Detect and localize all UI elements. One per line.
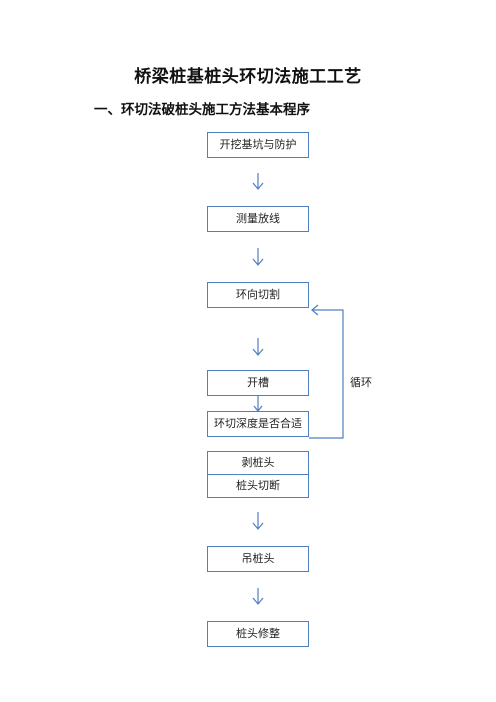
loop-back-arrow	[309, 304, 344, 439]
arrow-down-icon	[252, 338, 264, 356]
flow-step-grooving: 开槽	[207, 370, 309, 396]
flow-step-trim: 桩头修整	[207, 621, 309, 647]
divider	[208, 474, 308, 475]
section-heading: 一、环切法破桩头施工方法基本程序	[94, 102, 310, 118]
flow-step-strip-and-cut: 剥桩头 桩头切断	[207, 451, 309, 498]
arrow-down-icon	[252, 512, 264, 530]
flow-step-lift: 吊桩头	[207, 546, 309, 572]
flow-step-excavate: 开挖基坑与防护	[207, 132, 309, 158]
flow-step-strip: 剥桩头	[241, 456, 275, 469]
arrow-down-icon	[252, 588, 264, 605]
loop-label: 循环	[350, 376, 372, 389]
flow-step-survey: 测量放线	[207, 206, 309, 232]
flow-step-ring-cut: 环向切割	[207, 282, 309, 308]
arrow-down-icon	[252, 173, 264, 190]
arrow-down-icon	[253, 396, 263, 412]
flow-step-cut-off: 桩头切断	[236, 479, 280, 492]
flow-step-depth-check: 环切深度是否合适	[207, 411, 309, 437]
document-title: 桥梁桩基桩头环切法施工工艺	[134, 67, 362, 87]
arrow-down-icon	[252, 248, 264, 266]
